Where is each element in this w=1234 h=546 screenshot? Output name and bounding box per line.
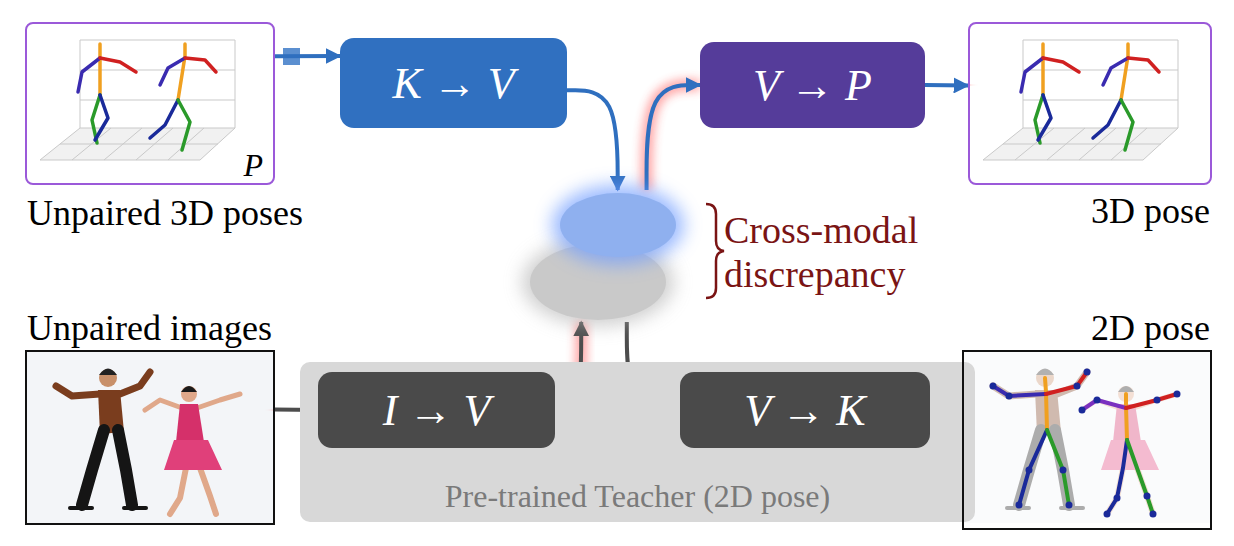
connector-glow (925, 79, 968, 92)
image-frame: 2D pose (962, 350, 1212, 530)
caption: Unpaired 3D poses (27, 193, 303, 233)
pose-frame: PUnpaired 3D poses (25, 22, 275, 185)
band-title: Pre-trained Teacher (2D pose) (300, 478, 975, 514)
image-frame: Unpaired images (25, 350, 275, 525)
skater-pose-overlay (964, 352, 1210, 523)
pose-illustration (40, 40, 235, 160)
flow-arrow (925, 83, 968, 88)
pose-frame: 3D pose (968, 22, 1212, 185)
caption: Unpaired images (27, 308, 272, 348)
connector-glow (647, 85, 700, 190)
encoder-box: K → V (340, 38, 567, 128)
flow-arrow (275, 54, 340, 58)
decoder-box: V → K (680, 372, 930, 448)
caption: 2D pose (1091, 308, 1210, 348)
space-symbol: P (243, 147, 263, 183)
pose-illustration (983, 40, 1178, 160)
mapping-label: V → P (753, 60, 872, 111)
teacher-band: I → V V → K Pre-trained Teacher (2D pose) (300, 362, 975, 522)
flow-arrow (647, 85, 700, 190)
mapping-label: I → V (383, 385, 491, 436)
annotation: Cross-modal discrepancy (724, 208, 1024, 296)
mapping-label: K → V (392, 58, 514, 109)
latent-space: Cross-modal discrepancy (528, 190, 680, 322)
encoder-box: I → V (318, 372, 555, 448)
decoder-box: V → P (700, 42, 925, 128)
latent-ellipses (528, 190, 680, 322)
skater-photo (27, 352, 273, 523)
mapping-label: V → K (744, 385, 865, 436)
flow-arrow (567, 90, 618, 190)
caption: 3D pose (1091, 191, 1210, 231)
bracket (706, 204, 724, 298)
